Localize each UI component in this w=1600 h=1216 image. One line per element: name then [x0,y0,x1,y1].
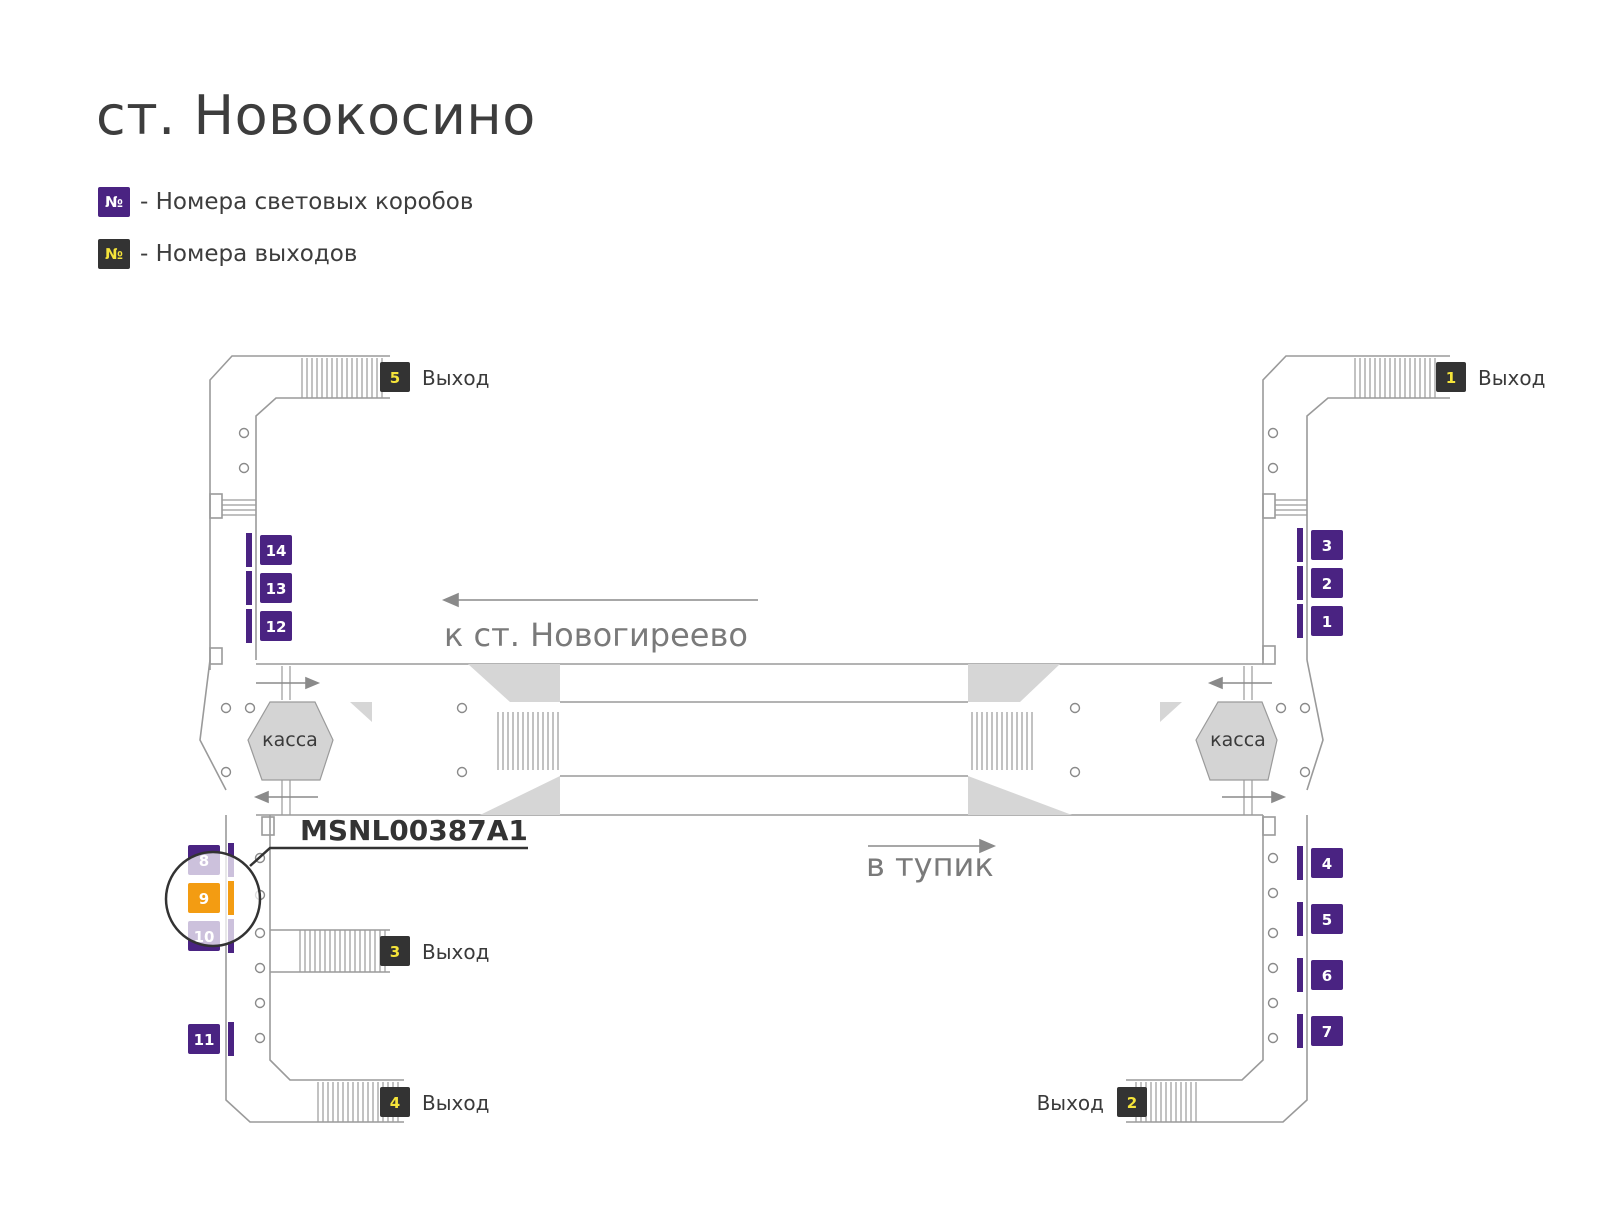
lightbox-3[interactable]: 3 [1297,528,1343,562]
exit-number: 1 [1446,369,1456,387]
stairs-left-mid [299,930,386,972]
stairs-left-upper [301,358,383,398]
lightbox-number: 7 [1322,1023,1332,1041]
lightbox-1[interactable]: 1 [1297,604,1343,638]
direction-to-station: к ст. Новогиреево [444,616,748,654]
cashier-booth-right [1195,701,1278,781]
exit-label: Выход [422,1091,489,1115]
lightbox-legend-swatch: № [98,187,130,217]
ramps [350,664,1182,815]
cashier-label-right: касса [1210,729,1266,751]
exit-legend-label: - Номера выходов [140,241,358,267]
lightbox-number: 9 [199,890,209,908]
stairs-right-upper [1354,358,1436,398]
lightbox-9-selected[interactable]: 9 [188,881,234,915]
legend-exit: № - Номера выходов [98,238,357,270]
lightbox-number: 11 [194,1031,215,1049]
selected-lightbox-code: MSNL00387A1 [300,814,528,847]
lightbox-12[interactable]: 12 [246,609,292,643]
exit-number: 3 [390,943,400,961]
lightbox-5[interactable]: 5 [1297,902,1343,936]
station-title: ст. Новокосино [96,84,536,147]
callout-leader [249,846,528,867]
stairs-hall-right [971,712,1033,770]
exit-3: 3 Выход [380,936,489,966]
lightbox-4[interactable]: 4 [1297,846,1343,880]
lightbox-2[interactable]: 2 [1297,566,1343,600]
lightbox-number: 13 [266,580,287,598]
exit-number: 4 [390,1094,400,1112]
lightbox-legend-label: - Номера световых коробов [140,189,474,215]
exit-label: Выход [1037,1091,1104,1115]
exit-legend-swatch: № [98,239,130,269]
direction-dead-end: в тупик [866,846,994,884]
cashier-label-left: касса [262,729,318,751]
lightbox-11[interactable]: 11 [188,1022,234,1056]
exit-number: 2 [1127,1094,1137,1112]
exit-5: 5 Выход [380,362,489,392]
lightbox-14[interactable]: 14 [246,533,292,567]
exit-label: Выход [422,940,489,964]
exit-label: Выход [422,366,489,390]
turnstile-lines [281,666,1253,815]
stairs-side-left [222,499,256,516]
legend-lightbox: № - Номера световых коробов [98,186,473,218]
exit-number: 5 [390,369,400,387]
lightbox-13[interactable]: 13 [246,571,292,605]
exit-4: 4 Выход [380,1087,489,1117]
lightbox-number: 3 [1322,537,1332,555]
lightbox-number: 6 [1322,967,1332,985]
lightbox-number: 1 [1322,613,1332,631]
lightbox-number: 12 [266,618,287,636]
stairs-side-right [1275,499,1307,516]
lightbox-6[interactable]: 6 [1297,958,1343,992]
exit-2: 2 Выход [1037,1087,1147,1117]
cashier-booth-left [247,701,334,781]
lightbox-number: 2 [1322,575,1332,593]
lightbox-number: 4 [1322,855,1332,873]
exit-label: Выход [1478,366,1545,390]
columns [220,427,1311,1044]
lightbox-7[interactable]: 7 [1297,1014,1343,1048]
direction-arrows [253,592,1287,854]
stairs-hall-left [497,712,559,770]
exit-1: 1 Выход [1436,362,1545,392]
lightbox-number: 14 [266,542,287,560]
lightbox-number: 5 [1322,911,1332,929]
